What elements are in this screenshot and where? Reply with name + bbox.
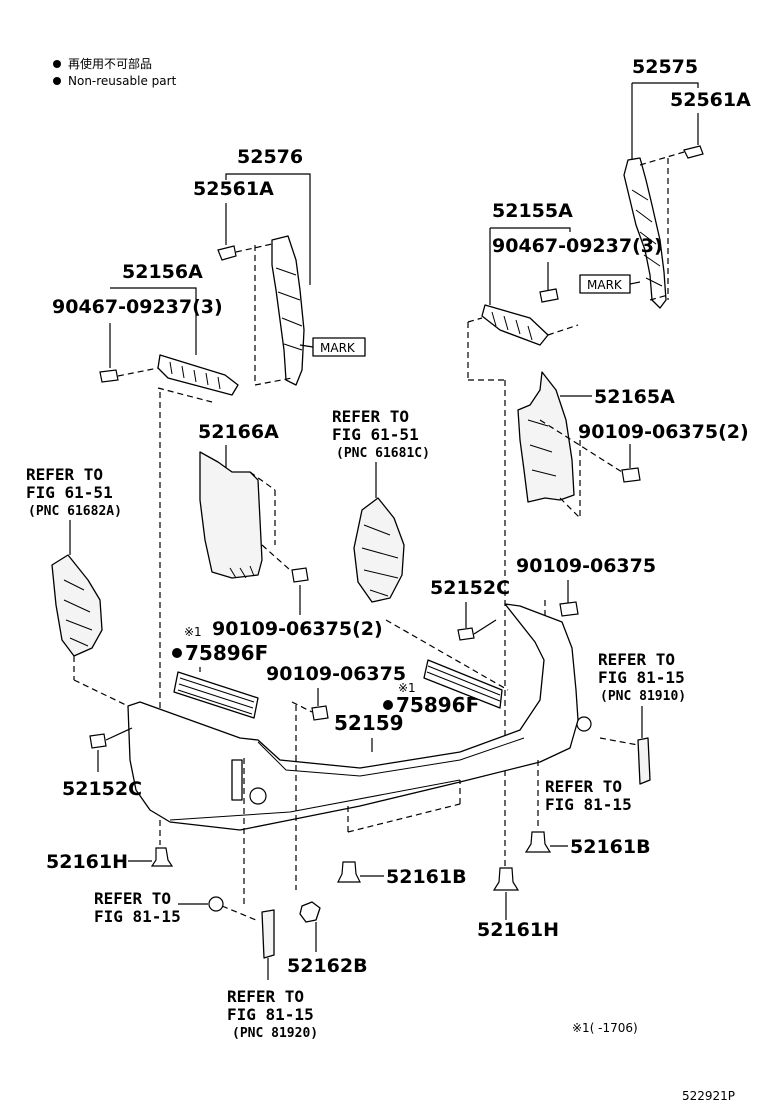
reflector-right-drawing [576,706,651,785]
ref-line1[interactable]: REFER TO [227,987,304,1006]
ref-line2[interactable]: FIG 61-51 [26,483,113,502]
callout-52152C-right[interactable]: 52152C [430,577,510,641]
reference-61-51-left[interactable]: REFER TO FIG 61-51 (PNC 61682A) [26,465,122,555]
part-label-52166A[interactable]: 52166A [198,421,279,443]
ref-line2[interactable]: FIG 81-15 [94,907,181,926]
footnote: ※1( -1706) [572,1021,638,1035]
legend-dot-icon [53,77,61,85]
part-label-52155A[interactable]: 52155A [492,200,573,222]
part-label-52161H-left[interactable]: 52161H [46,851,128,873]
reference-61-51-center[interactable]: REFER TO FIG 61-51 (PNC 61681C) [332,407,430,498]
callout-52156A[interactable]: 52156A 90467-09237(3) [52,261,223,368]
part-label-75896F-right[interactable]: 75896F [396,693,479,717]
part-label-52152C-right[interactable]: 52152C [430,577,510,599]
reference-81-15-right-top[interactable]: REFER TO FIG 81-15 (PNC 81910) [598,650,686,704]
legend-en: Non-reusable part [68,74,177,88]
callout-52159[interactable]: 52159 [334,711,404,752]
ref-line2[interactable]: FIG 81-15 [598,668,685,687]
non-reusable-dot-icon [383,700,393,710]
ref-pnc[interactable]: (PNC 61681C) [336,446,430,461]
part-label-90109-2-left[interactable]: 90109-06375(2) [212,618,383,640]
part-label-52161B-center[interactable]: 52161B [386,866,467,888]
lamp-center-drawing [353,497,509,691]
retainer-52155A-drawing [467,288,579,880]
part-label-52161H-right[interactable]: 52161H [477,919,559,941]
callout-90109-right[interactable]: 90109-06375 [516,555,656,630]
ref-line1[interactable]: REFER TO [26,465,103,484]
callout-52161B-center[interactable]: 52161B [337,861,467,888]
callout-52161H-right[interactable]: 52161H [477,867,559,941]
legend-dot-icon [53,60,61,68]
reference-81-15-left[interactable]: REFER TO FIG 81-15 [94,889,257,926]
part-label-52161B-right[interactable]: 52161B [570,836,651,858]
grille-left-drawing [173,671,259,719]
part-label-90467-right[interactable]: 90467-09237(3) [492,235,663,257]
part-label-52165A[interactable]: 52165A [594,386,675,408]
ref-line1[interactable]: REFER TO [94,889,171,908]
callout-52161H-left[interactable]: 52161H [46,847,174,873]
grille-right-drawing [423,659,503,709]
part-label-52561A-left[interactable]: 52561A [193,178,274,200]
note-ref-right: ※1 [398,681,416,695]
part-label-52575[interactable]: 52575 [632,56,698,78]
callout-75896F-right[interactable]: ※1 75896F [383,681,479,717]
reference-81-15-right[interactable]: REFER TO FIG 81-15 [545,777,632,814]
part-label-52561A[interactable]: 52561A [670,89,751,111]
reference-81-15-bottom[interactable]: REFER TO FIG 81-15 (PNC 81920) [227,987,318,1041]
legend: 再使用不可部品 Non-reusable part [53,56,177,88]
ref-line1[interactable]: REFER TO [598,650,675,669]
ref-pnc[interactable]: (PNC 81910) [600,689,686,704]
bracket-52575-drawing: MARK [579,145,704,309]
part-label-90109-2-right[interactable]: 90109-06375(2) [578,421,749,443]
bracket-52576-drawing: MARK [217,235,366,386]
part-label-52576[interactable]: 52576 [237,146,303,168]
retainer-52156A-drawing [99,354,239,710]
mark-left: MARK [320,341,356,355]
part-label-90109-right[interactable]: 90109-06375 [516,555,656,577]
part-label-52156A[interactable]: 52156A [122,261,203,283]
callout-52152C-left[interactable]: 52152C [62,727,142,800]
part-label-52159[interactable]: 52159 [334,711,404,735]
bumper-52159-drawing [127,603,579,890]
callout-75896F-left[interactable]: ※1 75896F [172,625,268,672]
legend-jp: 再使用不可部品 [68,56,152,71]
callout-52576[interactable]: 52576 52561A [193,146,311,285]
part-label-90109-center[interactable]: 90109-06375 [266,663,406,685]
ref-line2[interactable]: FIG 81-15 [227,1005,314,1024]
diagram-id: 522921P [682,1089,735,1103]
mark-right: MARK [587,278,623,292]
non-reusable-dot-icon [172,648,182,658]
side-piece-52166A-drawing: 90109-06375(2) [199,451,383,640]
callout-52155A[interactable]: 52155A 90467-09237(3) [489,200,663,305]
ref-line2[interactable]: FIG 81-15 [545,795,632,814]
note-ref-left: ※1 [184,625,202,639]
callout-52161B-right[interactable]: 52161B [524,831,651,858]
side-piece-52165A-drawing [517,371,641,519]
reflector-left-drawing [243,758,275,980]
callout-52165A[interactable]: 52165A 90109-06375(2) [560,386,749,468]
callout-52162B[interactable]: 52162B [287,901,368,977]
ref-line2[interactable]: FIG 61-51 [332,425,419,444]
part-label-52162B[interactable]: 52162B [287,955,368,977]
part-label-90467-left[interactable]: 90467-09237(3) [52,296,223,318]
part-label-75896F-left[interactable]: 75896F [185,641,268,665]
callout-90109-center[interactable]: 90109-06375 [266,663,406,721]
ref-line1[interactable]: REFER TO [332,407,409,426]
ref-pnc[interactable]: (PNC 61682A) [28,504,122,519]
ref-line1[interactable]: REFER TO [545,777,622,796]
ref-pnc[interactable]: (PNC 81920) [232,1026,318,1041]
part-label-52152C-left[interactable]: 52152C [62,778,142,800]
callout-52575[interactable]: 52575 52561A [631,56,751,165]
lamp-left-drawing [51,554,129,707]
